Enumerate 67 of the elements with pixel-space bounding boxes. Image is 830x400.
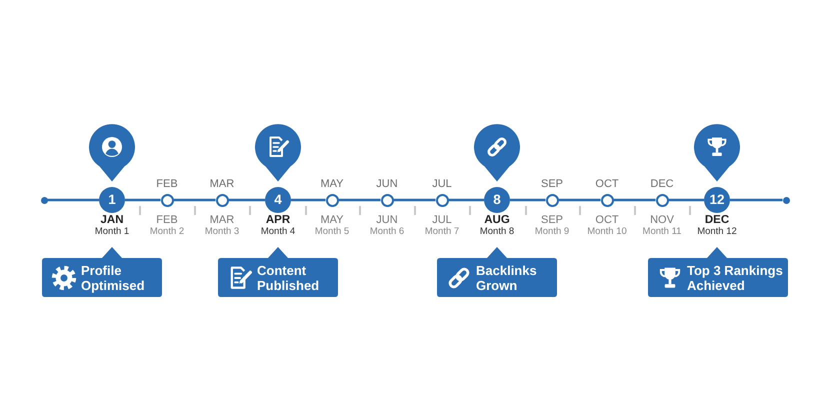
month-marker xyxy=(216,194,228,206)
month-label: MAY xyxy=(320,178,344,191)
month-caption: Month 6 xyxy=(370,227,404,238)
timeline-line xyxy=(125,198,160,202)
timeline-line xyxy=(174,198,216,202)
month-label: JUL xyxy=(432,214,452,227)
month-label: JUL xyxy=(432,178,452,191)
month-label: MAR xyxy=(210,178,234,191)
month-label: JUN xyxy=(376,178,398,191)
timeline-line xyxy=(558,198,600,202)
month-caption: Month 3 xyxy=(204,227,240,238)
month-label: APR xyxy=(266,214,290,227)
timeline-line xyxy=(291,198,326,202)
month-caption: Month 8 xyxy=(480,227,514,238)
callout-text: Content Published xyxy=(257,262,320,292)
month-label: MAY xyxy=(320,214,344,227)
callout-text: Top 3 Rankings Achieved xyxy=(687,262,784,292)
callout-box xyxy=(42,247,162,297)
timeline-line xyxy=(668,198,704,202)
timeline-line xyxy=(730,198,782,202)
month-caption: Month 9 xyxy=(534,227,570,238)
month-caption: Month 11 xyxy=(642,227,682,238)
month-label: DEC xyxy=(704,214,730,227)
timeline-line xyxy=(228,198,265,202)
timeline-line xyxy=(448,198,484,202)
milestone-marker: 12 xyxy=(704,187,730,213)
month-label: OCT xyxy=(595,178,619,191)
month-label: AUG xyxy=(484,214,510,227)
callout-box xyxy=(218,247,338,297)
timeline-line xyxy=(394,198,436,202)
month-caption: Month 4 xyxy=(260,227,296,238)
month-marker xyxy=(600,194,614,206)
callout-text: Profile Optimised xyxy=(81,262,146,292)
month-caption: Month 5 xyxy=(314,227,350,238)
month-label: NOV xyxy=(650,214,674,227)
month-caption: Month 12 xyxy=(697,227,737,238)
month-marker xyxy=(656,194,668,206)
timeline-line xyxy=(338,198,380,202)
callout-box xyxy=(648,247,788,297)
month-caption: Month 10 xyxy=(587,227,627,238)
month-label: DEC xyxy=(650,178,674,191)
timeline-line xyxy=(510,198,546,202)
timeline-line xyxy=(48,198,99,202)
month-marker xyxy=(326,194,338,206)
end-dot xyxy=(782,196,790,204)
month-caption: Month 1 xyxy=(94,227,130,238)
month-label: FEB xyxy=(156,214,178,227)
month-label: SEP xyxy=(541,214,563,227)
month-caption: Month 7 xyxy=(424,227,460,238)
milestone-marker: 1 xyxy=(99,187,125,213)
callout-text: Backlinks Grown xyxy=(476,262,538,292)
month-caption: Month 2 xyxy=(150,227,184,238)
month-marker xyxy=(436,194,448,206)
month-label: SEP xyxy=(541,178,563,191)
milestone-marker: 8 xyxy=(484,187,510,213)
month-marker xyxy=(160,194,174,206)
milestone-marker: 4 xyxy=(265,187,291,213)
month-marker xyxy=(546,194,558,206)
month-marker xyxy=(380,194,394,206)
month-label: OCT xyxy=(595,214,619,227)
month-label: MAR xyxy=(210,214,234,227)
callout-box xyxy=(437,247,557,297)
month-label: FEB xyxy=(156,178,178,191)
timeline-line xyxy=(614,198,656,202)
end-dot xyxy=(40,196,48,204)
month-label: JAN xyxy=(100,214,124,227)
month-label: JUN xyxy=(376,214,398,227)
